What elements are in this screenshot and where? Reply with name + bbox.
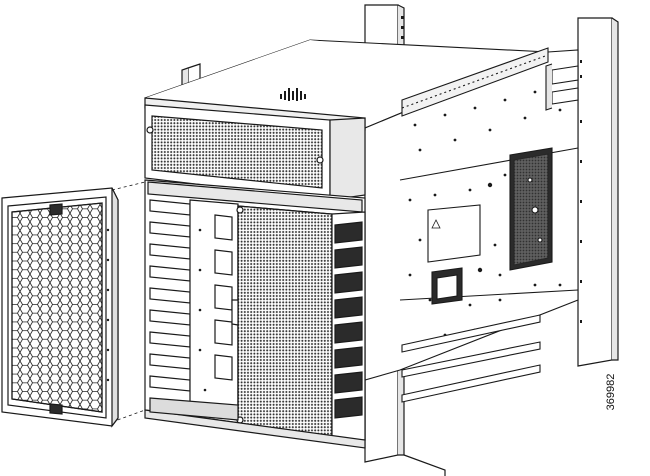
figure-id-label: 369982	[605, 373, 617, 411]
warning-icon	[431, 219, 441, 229]
line-card-slots	[149, 199, 191, 392]
honeycomb-filter-mesh	[11, 202, 103, 413]
air-filter-door	[1, 187, 119, 428]
front-door-panel	[237, 205, 333, 441]
cisco-logo-icon	[280, 88, 306, 101]
top-fan-tray	[144, 40, 366, 201]
chassis-front	[144, 179, 366, 449]
